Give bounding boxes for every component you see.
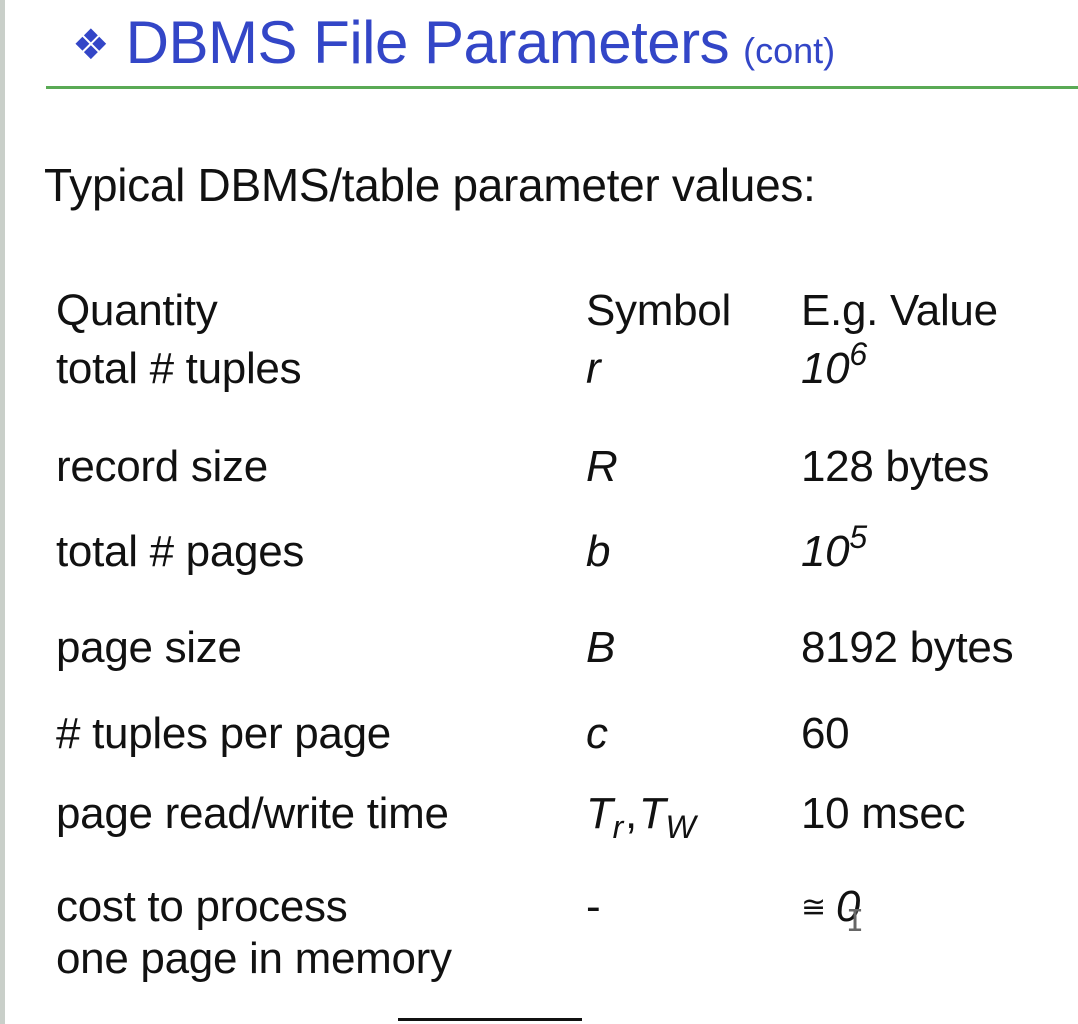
symbol-cell: R [586,442,618,491]
quantity-cell: record size [56,442,268,491]
text-cursor-icon: I [846,904,864,939]
symbol-cell: r [586,344,601,393]
intro-text: Typical DBMS/table parameter values: [44,159,816,211]
diamond-bullet-icon: ❖ [72,21,110,68]
table-row: # tuples per page c 60 [56,709,1071,789]
value-cell: 128 bytes [801,442,990,491]
value-cell: 60 [801,709,850,758]
value-zero: 0 [835,882,861,931]
value-base: 10 [801,527,850,576]
title-suffix: (cont) [743,30,836,71]
quantity-cell: page size [56,623,242,672]
quantity-cell: page read/write time [56,789,449,838]
quantity-line-1: cost to process [56,882,348,931]
slide-title: ❖ DBMS File Parameters (cont) [72,8,835,83]
table-row: total # tuples r 106 [56,338,1071,442]
table-row: record size R 128 bytes [56,442,1071,527]
table-header-row: Quantity Symbol E.g. Value [56,280,1071,344]
table-row: page size B 8192 bytes [56,623,1071,709]
header-quantity: Quantity [56,286,218,335]
table-row: total # pages b 105 [56,521,1071,623]
quantity-line-2: one page in memory [56,934,452,983]
value-exponent: 6 [849,336,867,373]
symbol-cell: b [586,527,611,576]
quantity-cell: total # pages [56,527,305,576]
value-cell: 105 [801,521,867,577]
header-value: E.g. Value [801,286,998,335]
symbol-write: T [638,789,666,838]
slide-left-edge [0,0,5,1024]
symbol-cell: Tr,TW [586,789,696,843]
value-exponent: 5 [849,519,867,556]
symbol-cell: - [586,882,601,931]
quantity-cell: total # tuples [56,344,302,393]
symbol-cell: B [586,623,616,672]
value-cell: 106 [801,338,867,394]
quantity-cell: # tuples per page [56,709,391,758]
value-cell: 8192 bytes [801,623,1014,672]
title-text: DBMS File Parameters [125,9,730,76]
symbol-read-sub: r [612,808,624,845]
header-symbol: Symbol [586,286,731,335]
value-cell: 10 msec [801,789,966,838]
value-base: 10 [801,344,850,393]
parameter-table: Quantity Symbol E.g. Value total # tuple… [56,280,1071,983]
symbol-cell: c [586,709,608,758]
underline-mark [398,1018,582,1021]
value-cell: ≅ 0I [801,882,864,939]
table-row: page read/write time Tr,TW 10 msec [56,789,1071,882]
symbol-write-sub: W [665,808,696,845]
approx-symbol: ≅ [801,891,826,924]
symbol-separator: , [624,789,637,838]
symbol-read: T [586,789,613,838]
title-divider [46,86,1078,89]
